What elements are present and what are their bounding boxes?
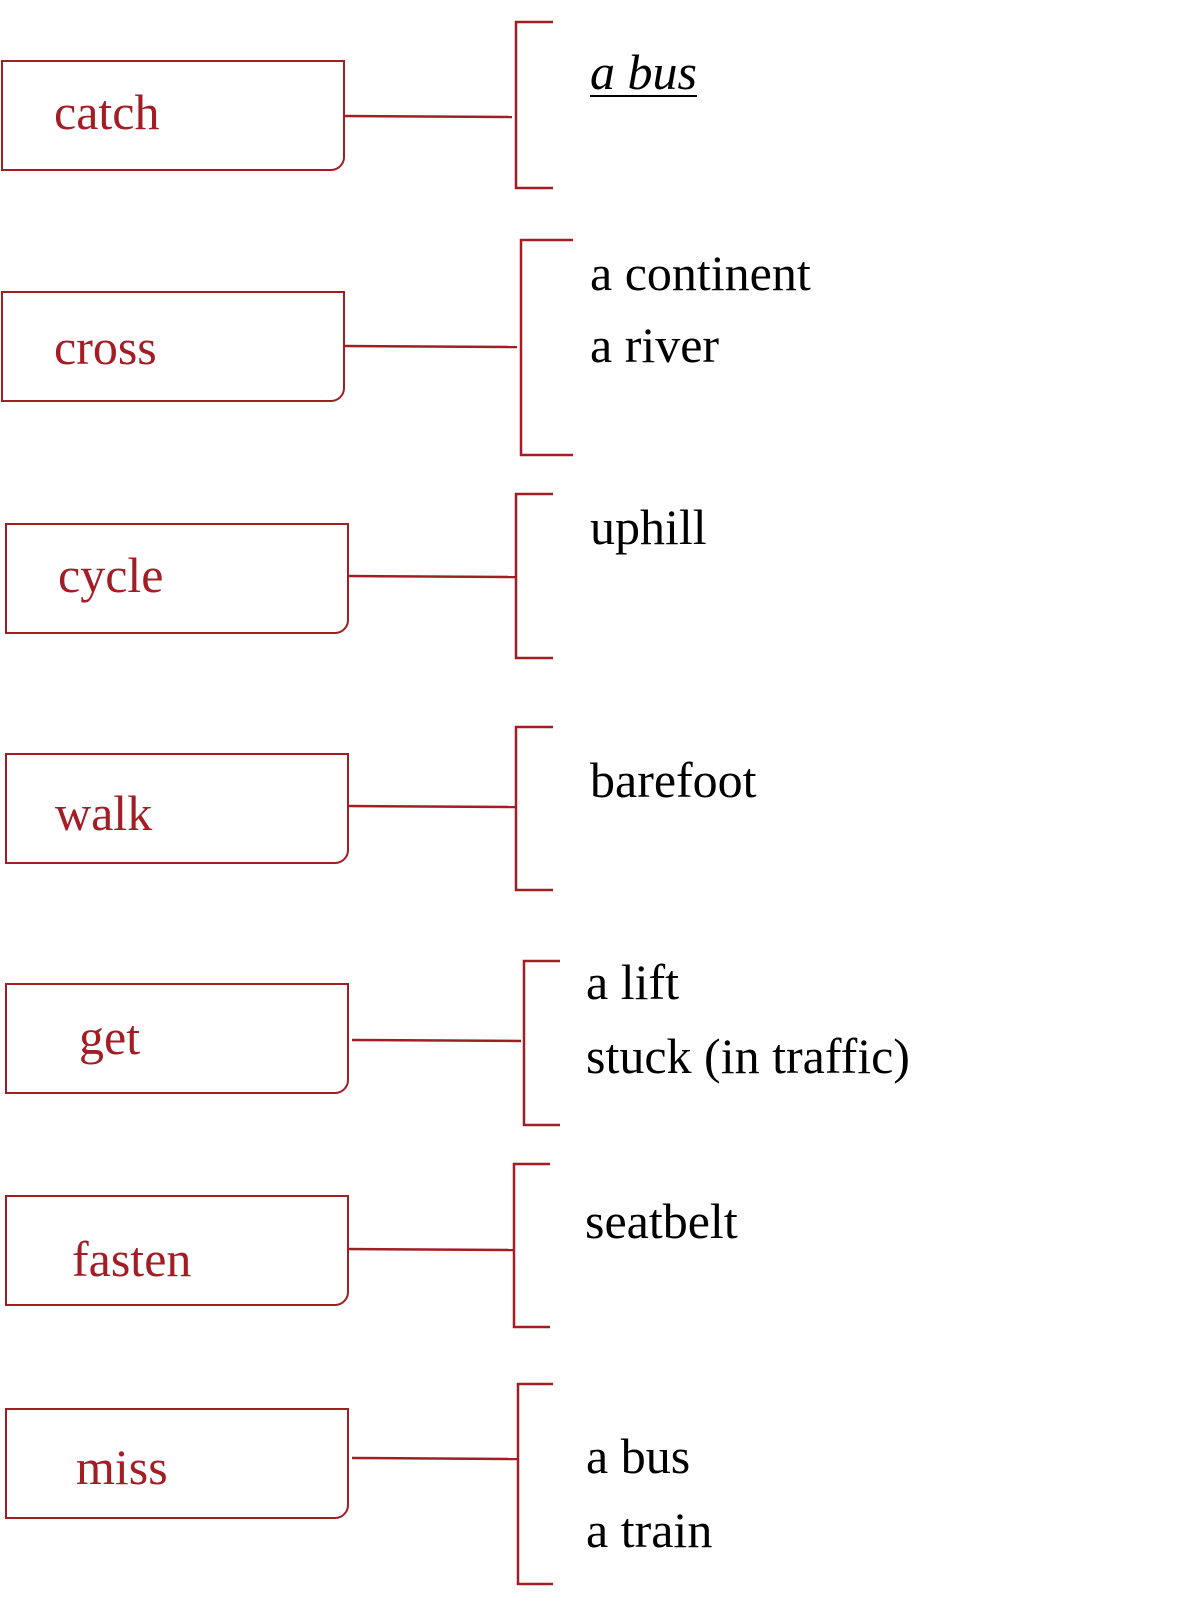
connector-line-walk — [347, 804, 517, 809]
verb-label: miss — [76, 1439, 168, 1495]
verb-label: catch — [54, 84, 160, 140]
verb-box-get — [5, 983, 349, 1094]
collocate-text: stuck (in traffic) — [586, 1028, 910, 1084]
collocate-text: a continent — [590, 245, 811, 301]
bracket-walk — [514, 725, 553, 892]
connector-line-cycle — [347, 574, 517, 579]
collocate-text: a river — [590, 317, 720, 373]
verb-box-walk — [5, 753, 349, 864]
verb-box-miss — [5, 1408, 349, 1519]
bracket-cycle — [514, 492, 553, 660]
verb-box-cross — [1, 291, 345, 402]
example-collocate: a bus — [590, 44, 697, 100]
collocate-text: a train — [586, 1502, 713, 1558]
verb-box-fasten — [5, 1195, 349, 1306]
connector-line-get — [351, 1038, 522, 1043]
connector-line-fasten — [345, 1247, 515, 1252]
verb-label: fasten — [72, 1231, 192, 1287]
bracket-get — [522, 959, 560, 1127]
verb-box-cycle — [5, 523, 349, 634]
verb-box-catch — [1, 60, 345, 171]
verb-label: cycle — [58, 547, 164, 603]
collocate-text: a lift — [586, 954, 680, 1010]
verb-label: get — [79, 1009, 141, 1065]
collocate-text: barefoot — [590, 752, 757, 808]
connector-line-catch — [343, 114, 513, 119]
bracket-catch — [514, 20, 553, 190]
collocate-text: uphill — [590, 499, 707, 555]
bracket-cross — [519, 238, 573, 457]
connector-line-miss — [351, 1456, 519, 1461]
bracket-miss — [516, 1382, 553, 1586]
verb-label: walk — [55, 785, 153, 841]
verb-label: cross — [54, 319, 157, 375]
connector-line-cross — [343, 344, 518, 349]
collocate-text: seatbelt — [585, 1193, 738, 1249]
bracket-fasten — [512, 1162, 550, 1329]
collocate-text: a bus — [586, 1428, 691, 1484]
